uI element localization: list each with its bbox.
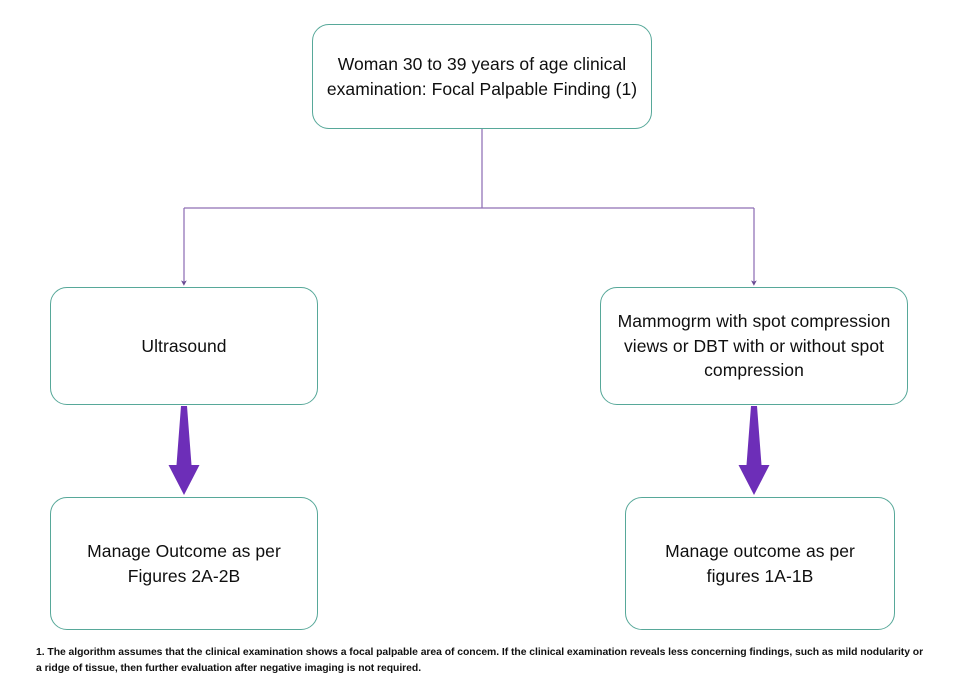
node-mammogram-label: Mammogrm with spot compression views or … — [617, 310, 891, 381]
edge-ultrasound-to-manage-left — [168, 406, 200, 495]
node-manage-outcome-figures-2a-2b[interactable]: Manage Outcome as per Figures 2A-2B — [50, 497, 318, 630]
node-ultrasound[interactable]: Ultrasound — [50, 287, 318, 405]
footnote-text: 1. The algorithm assumes that the clinic… — [36, 647, 924, 674]
node-root-label: Woman 30 to 39 years of age clinical exa… — [326, 53, 638, 99]
node-mammogram-spot-compression[interactable]: Mammogrm with spot compression views or … — [600, 287, 908, 405]
node-manage-right-label: Manage outcome as per figures 1A-1B — [665, 540, 855, 586]
node-manage-left-label: Manage Outcome as per Figures 2A-2B — [87, 540, 281, 586]
edge-mammogram-to-manage-right — [738, 406, 770, 495]
node-ultrasound-label: Ultrasound — [141, 335, 227, 356]
node-root-clinical-finding[interactable]: Woman 30 to 39 years of age clinical exa… — [312, 24, 652, 129]
node-manage-outcome-figures-1a-1b[interactable]: Manage outcome as per figures 1A-1B — [625, 497, 895, 630]
